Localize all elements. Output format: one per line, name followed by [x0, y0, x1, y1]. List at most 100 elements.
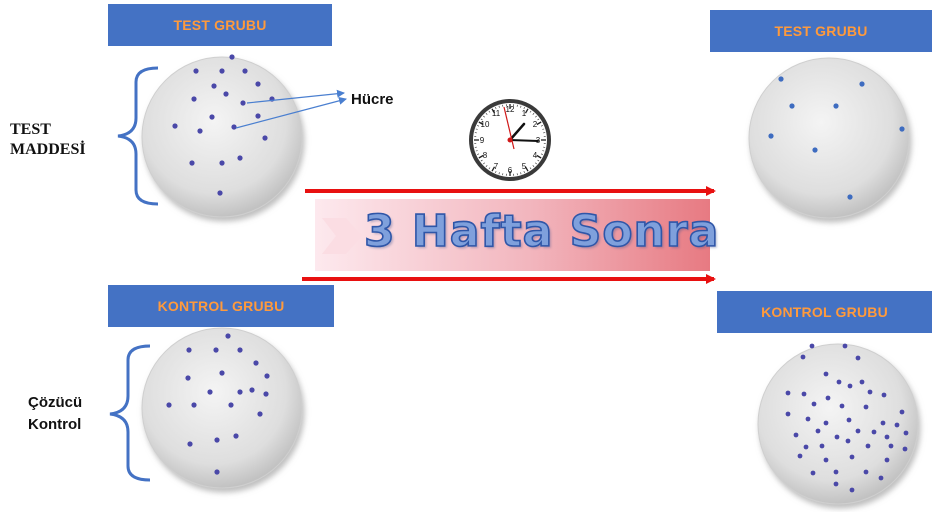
petri-dish-control-before — [141, 327, 303, 489]
cell-dot — [187, 441, 193, 447]
cell-dot — [812, 147, 818, 153]
clock-tick — [537, 159, 540, 162]
clock-tick — [480, 159, 483, 162]
clock-tick — [540, 153, 544, 155]
cell-dot — [231, 124, 237, 130]
clock-numeral: 1 — [522, 109, 527, 118]
petri-dish-test-after — [748, 57, 910, 219]
cell-dot — [811, 401, 817, 407]
clock-tick — [498, 172, 500, 175]
clock-numeral: 3 — [536, 136, 541, 145]
petri-dish-control-after — [757, 343, 919, 505]
cell-dot — [229, 54, 235, 60]
cell-dot — [888, 443, 894, 449]
cell-dot — [846, 417, 852, 423]
cells-test-before — [172, 54, 275, 196]
brace-test — [117, 66, 159, 206]
clock-tick — [483, 115, 485, 118]
cell-dot — [855, 428, 861, 434]
header-control-group-right: KONTROL GRUBU — [717, 291, 932, 333]
cell-dot — [262, 135, 268, 141]
clock-tick — [480, 118, 483, 121]
cell-dot — [842, 343, 848, 349]
clock-numeral: 7 — [494, 162, 499, 171]
clock-numeral: 2 — [533, 120, 538, 129]
solvent-control-label: Çözücü Kontrol — [28, 392, 82, 436]
clock-numeral: 6 — [508, 166, 513, 175]
cell-dot — [884, 457, 890, 463]
clock-numeral: 10 — [481, 120, 490, 129]
clock-tick — [475, 150, 478, 152]
cell-dot — [819, 443, 825, 449]
cell-label: Hücre — [351, 91, 394, 108]
cell-dot — [228, 402, 234, 408]
cell-dot — [894, 422, 900, 428]
cell-dot — [833, 103, 839, 109]
cell-dot — [197, 128, 203, 134]
solvent-control-line2: Kontrol — [28, 416, 82, 433]
cell-dot — [800, 354, 806, 360]
cell-dot — [214, 469, 220, 475]
time-banner — [315, 199, 710, 271]
clock-minute-hand — [509, 139, 539, 142]
cell-dot — [855, 355, 861, 361]
cell-dot — [823, 457, 829, 463]
cell-dot — [884, 434, 890, 440]
cell-dot — [833, 469, 839, 475]
cell-dot — [899, 409, 905, 415]
cell-dot — [264, 373, 270, 379]
cells-control-before — [166, 333, 270, 475]
clock-tick — [478, 121, 484, 126]
clock-tick — [476, 125, 480, 127]
clock-tick — [475, 128, 478, 130]
cell-pointer-arrow-2 — [235, 96, 347, 129]
clock-icon — [469, 99, 551, 181]
clock-tick — [476, 153, 480, 155]
cell-dot — [809, 343, 815, 349]
cell-dot — [823, 371, 829, 377]
clock-second-hand — [503, 106, 515, 150]
cell-dot — [193, 68, 199, 74]
clock-numeral: 9 — [480, 136, 485, 145]
cell-dot — [263, 391, 269, 397]
petri-dish-test-before — [141, 56, 303, 218]
header-test-group-left: TEST GRUBU — [108, 4, 332, 46]
clock-numeral: 4 — [533, 151, 538, 160]
clock-tick — [498, 105, 500, 108]
cell-dot — [845, 438, 851, 444]
test-substance-line1: TEST — [10, 121, 51, 138]
cell-dot — [803, 444, 809, 450]
clock-tick — [529, 167, 532, 170]
cell-dot — [834, 434, 840, 440]
cell-dot — [880, 420, 886, 426]
cell-dot — [219, 160, 225, 166]
clock-tick — [520, 105, 522, 108]
cell-dot — [223, 91, 229, 97]
clock-numeral: 11 — [492, 109, 501, 118]
cell-dot — [214, 437, 220, 443]
cell-dot — [849, 454, 855, 460]
cell-dot — [257, 411, 263, 417]
cell-dot — [225, 333, 231, 339]
clock-tick — [488, 167, 491, 170]
clock-tick — [532, 165, 535, 167]
cell-dot — [836, 379, 842, 385]
cell-dot — [823, 420, 829, 426]
clock-tick — [495, 170, 497, 174]
cell-dot — [219, 68, 225, 74]
test-substance-line2: MADDESİ — [10, 141, 86, 158]
banner-chevron — [322, 218, 362, 254]
clock-tick — [532, 113, 535, 115]
clock-tick — [478, 154, 484, 159]
cell-dot — [249, 387, 255, 393]
banner-text: 3 Hafta Sonra — [363, 205, 720, 258]
cell-dot — [825, 395, 831, 401]
clock-tick — [483, 162, 485, 165]
test-substance-label: TEST MADDESİ — [10, 120, 86, 160]
cell-dot — [793, 432, 799, 438]
cell-dot — [189, 160, 195, 166]
cell-dot — [785, 390, 791, 396]
cell-dot — [191, 402, 197, 408]
header-test-group-right: TEST GRUBU — [710, 10, 932, 52]
